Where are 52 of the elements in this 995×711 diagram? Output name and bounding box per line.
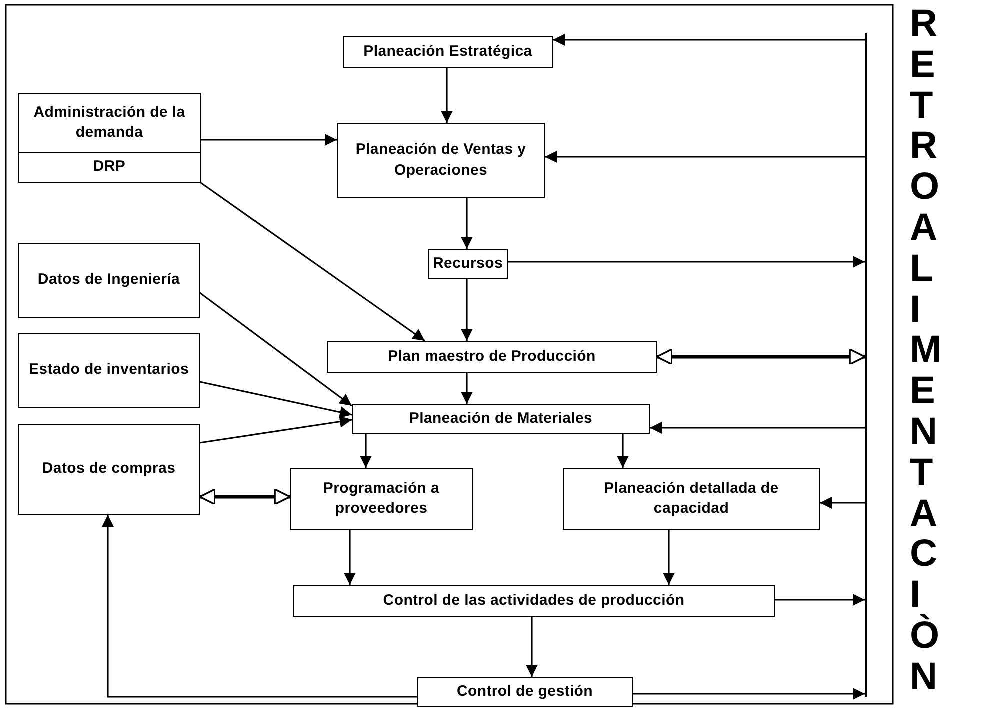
process-box: [18, 333, 200, 408]
node-label: Datos de compras: [42, 459, 176, 480]
process-box: [18, 243, 200, 318]
node-label: Planeación de Ventas y Operaciones: [354, 140, 528, 180]
arrow: [200, 381, 352, 418]
arrow: [526, 617, 538, 677]
arrow: [360, 434, 372, 468]
process-box: [352, 404, 650, 434]
arrow: [200, 182, 426, 342]
arrow: [508, 256, 865, 268]
arrow: [545, 151, 865, 163]
process-box: [417, 677, 633, 707]
process-box: [293, 585, 775, 617]
double-arrow: [199, 488, 291, 506]
process-box: [327, 341, 657, 373]
arrow: [441, 68, 453, 123]
arrow: [102, 515, 417, 698]
process-box: [428, 249, 508, 279]
arrow: [200, 292, 352, 407]
node-label: Recursos: [433, 254, 503, 274]
node-label: Estado de inventarios: [28, 360, 190, 380]
arrow: [775, 594, 865, 606]
node-label: Plan maestro de Producción: [388, 346, 596, 367]
node-label: Datos de Ingeniería: [38, 270, 180, 290]
arrow: [617, 434, 629, 468]
arrow: [461, 279, 473, 341]
arrow: [461, 373, 473, 404]
node-label: Programación a proveedores: [322, 478, 441, 519]
node-label: Planeación detallada de capacidad: [603, 478, 780, 519]
process-box: [563, 468, 820, 530]
node-label: Planeación de Materiales: [409, 408, 593, 429]
arrow: [650, 422, 865, 434]
process-box: [337, 123, 545, 198]
process-box: [290, 468, 473, 530]
process-box: [343, 36, 553, 68]
arrow: [461, 198, 473, 249]
node-label: Control de las actividades de producción: [383, 590, 685, 611]
arrow: [633, 688, 865, 700]
process-box: [18, 424, 200, 515]
node-label: Planeación Estratégica: [364, 42, 532, 62]
arrow: [200, 416, 352, 444]
vertical-heading: RETROALIMENTACIÒN: [910, 4, 954, 698]
arrow: [344, 530, 356, 585]
arrow: [553, 34, 865, 46]
process-box: [18, 93, 201, 183]
node-label: Administración de la demanda: [32, 102, 186, 143]
arrow: [201, 134, 337, 146]
arrow: [663, 530, 675, 585]
double-arrow: [656, 348, 866, 366]
node-label: Control de gestión: [456, 682, 594, 702]
node-label: DRP: [93, 157, 126, 178]
arrow: [820, 497, 865, 509]
